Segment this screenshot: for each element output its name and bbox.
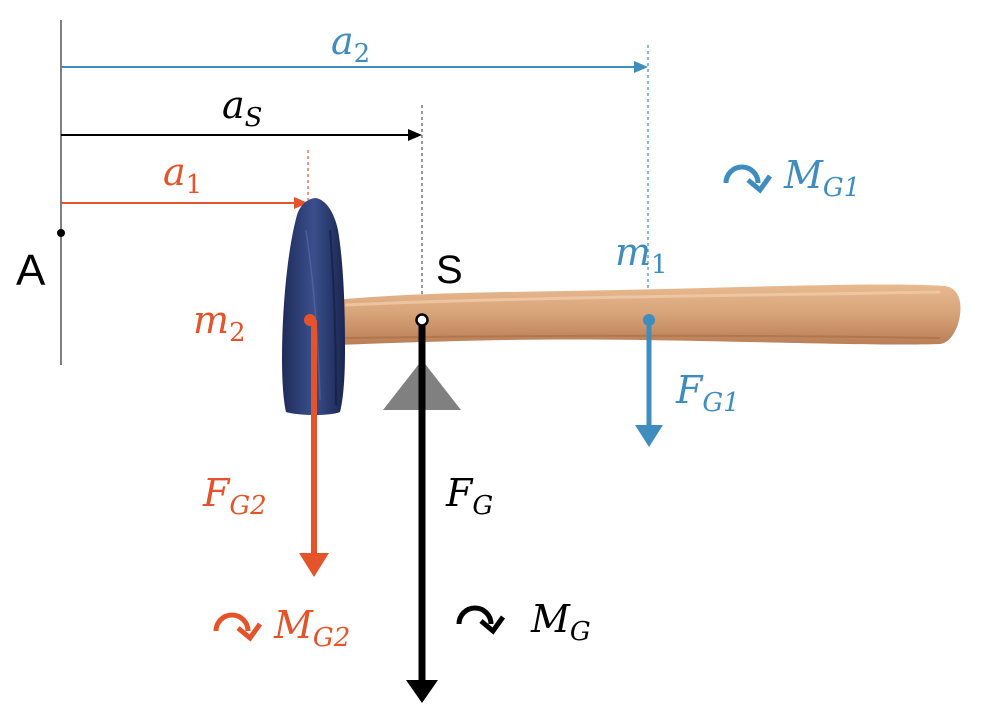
force-arrow-FG2 <box>299 320 329 577</box>
label-a1: a1 <box>163 150 202 200</box>
label-FG: FG <box>445 471 493 521</box>
label-FG1: FG1 <box>675 368 740 418</box>
label-MG1: MG1 <box>783 153 860 203</box>
label-m2: m2 <box>193 298 246 348</box>
label-FG2: FG2 <box>202 471 267 521</box>
moment-icon-MG2 <box>213 612 263 642</box>
label-a2: a2 <box>331 19 370 69</box>
distance-arrow-a2 <box>61 61 648 73</box>
label-point-A: A <box>16 246 46 295</box>
force-arrow-FG <box>406 320 438 703</box>
label-MG2: MG2 <box>273 603 350 653</box>
moment-icon-MG <box>456 605 506 635</box>
distance-arrow-aS <box>61 129 422 141</box>
point-A-dot <box>57 229 65 237</box>
mass-point-m1 <box>643 314 655 326</box>
center-of-gravity-S <box>415 313 429 327</box>
mass-point-m2 <box>304 314 316 326</box>
label-m1: m1 <box>615 230 668 280</box>
force-arrow-FG1 <box>635 320 663 447</box>
label-MG: MG <box>530 597 591 647</box>
label-aS: aS <box>222 83 262 133</box>
hammer-head <box>282 198 345 415</box>
distance-arrow-a1 <box>61 197 308 209</box>
moment-icon-MG1 <box>723 164 773 194</box>
label-point-S: S <box>436 248 463 292</box>
